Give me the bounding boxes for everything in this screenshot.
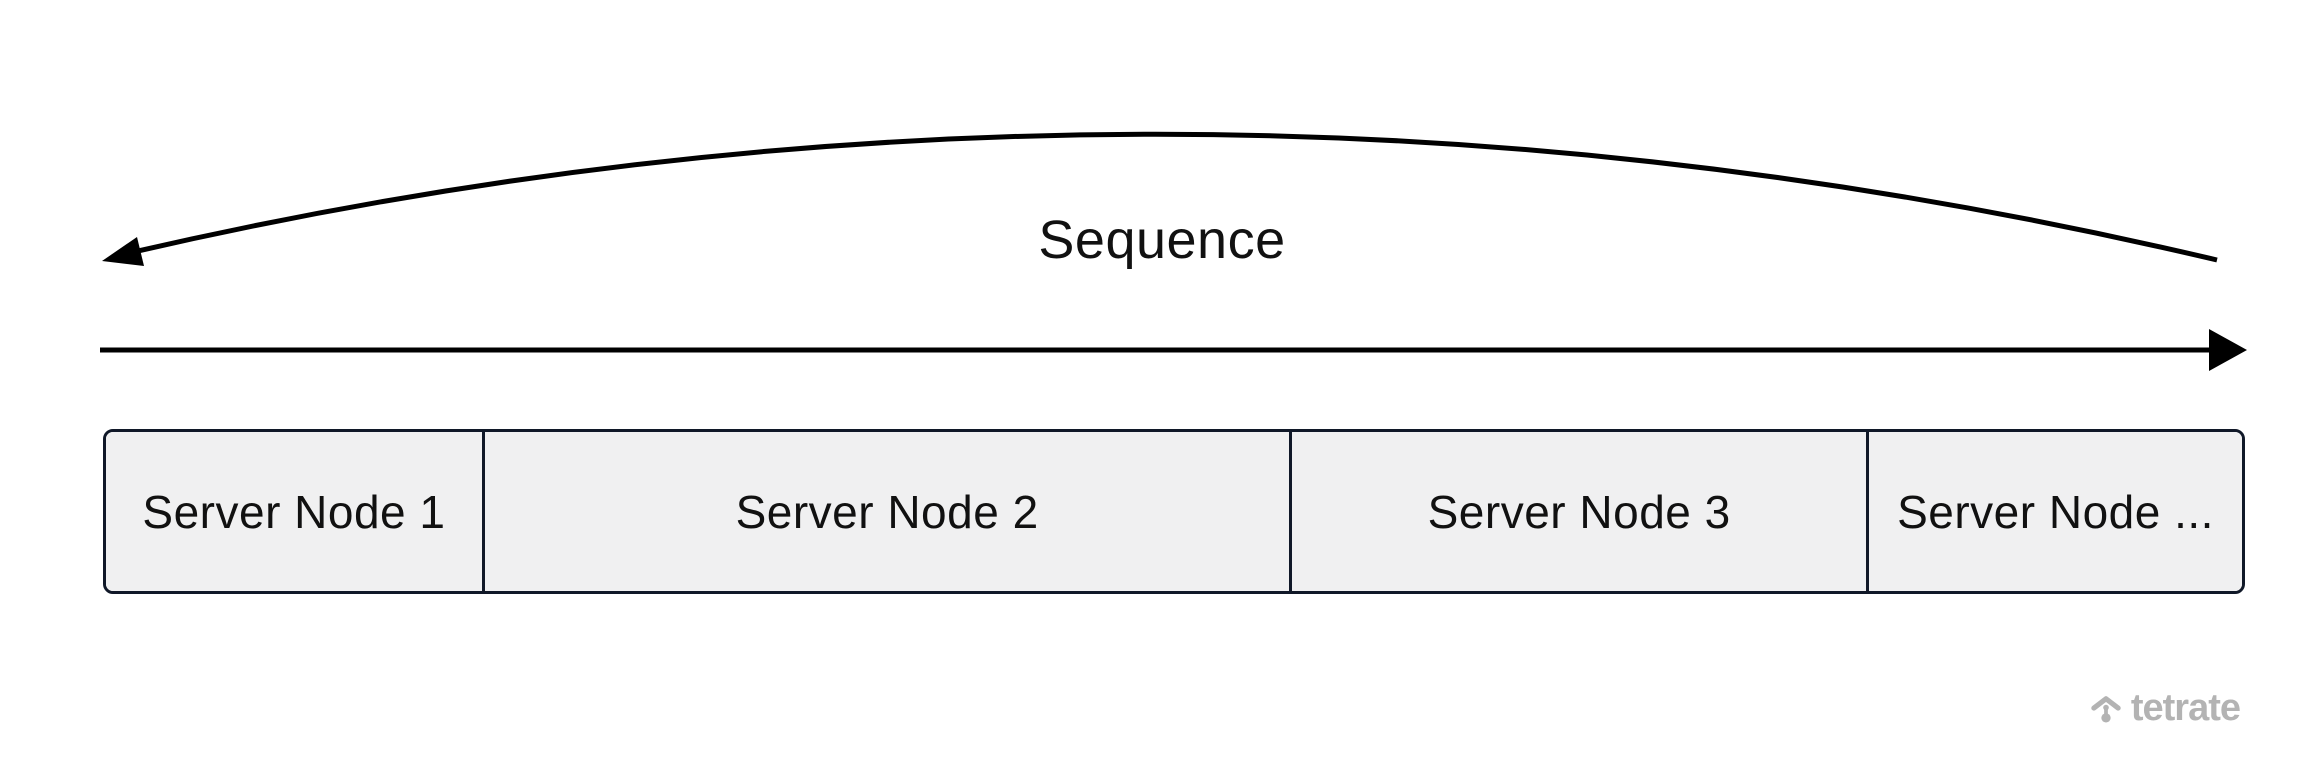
timeline-arrowhead-right-icon: [2209, 329, 2247, 371]
tetrate-logo-icon: [2091, 695, 2121, 723]
tetrate-logo-text: tetrate: [2130, 687, 2241, 729]
server-node-3: Server Node 3: [1289, 432, 1867, 591]
sequence-arc-arrow: [111, 131, 2218, 263]
sequence-label: Sequence: [1038, 210, 1286, 270]
server-nodes-row: Server Node 1 Server Node 2 Server Node …: [103, 429, 2245, 594]
server-node-4: Server Node ...: [1866, 432, 2242, 591]
server-node-1-label: Server Node 1: [142, 485, 446, 538]
server-node-2-label: Server Node 2: [735, 485, 1039, 538]
server-node-1: Server Node 1: [106, 432, 482, 591]
server-node-4-label: Server Node ...: [1897, 485, 2214, 538]
server-node-2: Server Node 2: [481, 432, 1290, 591]
arc-arrowhead-left-icon: [102, 237, 144, 266]
tetrate-logo: tetrate: [2090, 687, 2241, 730]
server-node-3-label: Server Node 3: [1427, 485, 1731, 538]
